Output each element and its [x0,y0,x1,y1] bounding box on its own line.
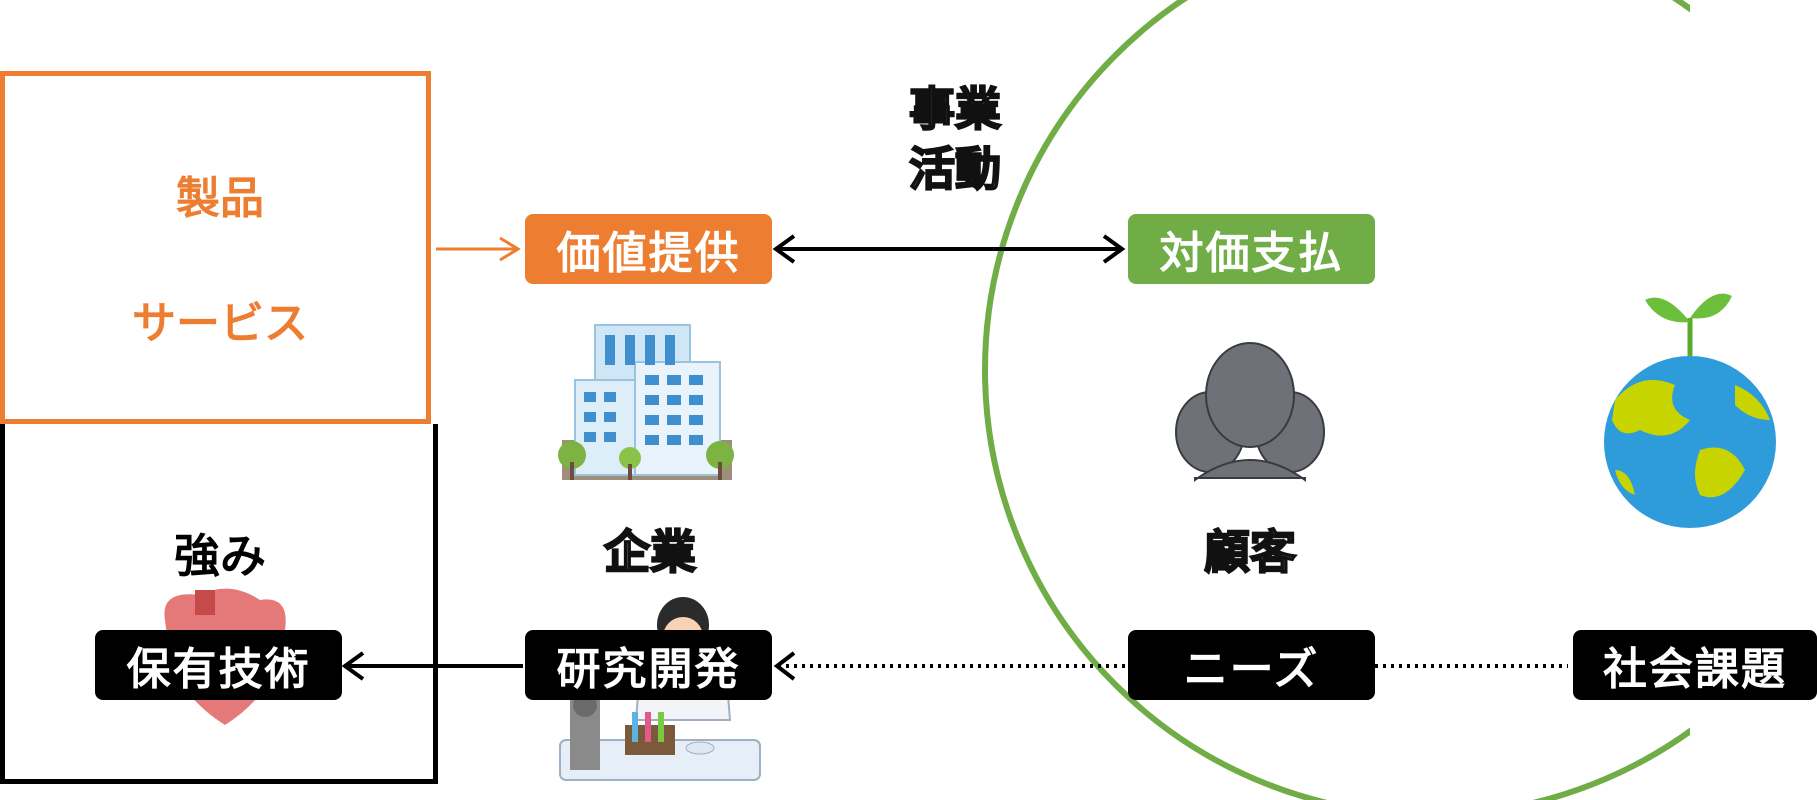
owned-tech-pill: 保有技術 [95,630,342,700]
customers-icon [1176,343,1324,480]
business-label-line2: 活動 [880,142,1030,196]
business-label-line1: 事業 [880,82,1030,136]
business-double-arrow [776,236,1122,262]
company-label: 企業 [575,525,725,579]
earth-sprout-icon [1604,294,1776,528]
needs-pill: ニーズ [1128,630,1375,700]
value-arrow [436,238,518,260]
social-issues-pill: 社会課題 [1573,630,1817,700]
building-icon [558,325,734,480]
service-label: サービス [100,287,340,351]
rnd-arrow [345,653,523,679]
needs-dotted-arrow [777,653,1125,679]
value-provision-pill: 価値提供 [525,214,772,284]
rnd-pill: 研究開発 [525,630,772,700]
strength-label: 強み [140,520,300,586]
product-label: 製品 [130,162,310,226]
customer-label: 顧客 [1175,525,1325,579]
payment-pill: 対価支払 [1128,214,1375,284]
